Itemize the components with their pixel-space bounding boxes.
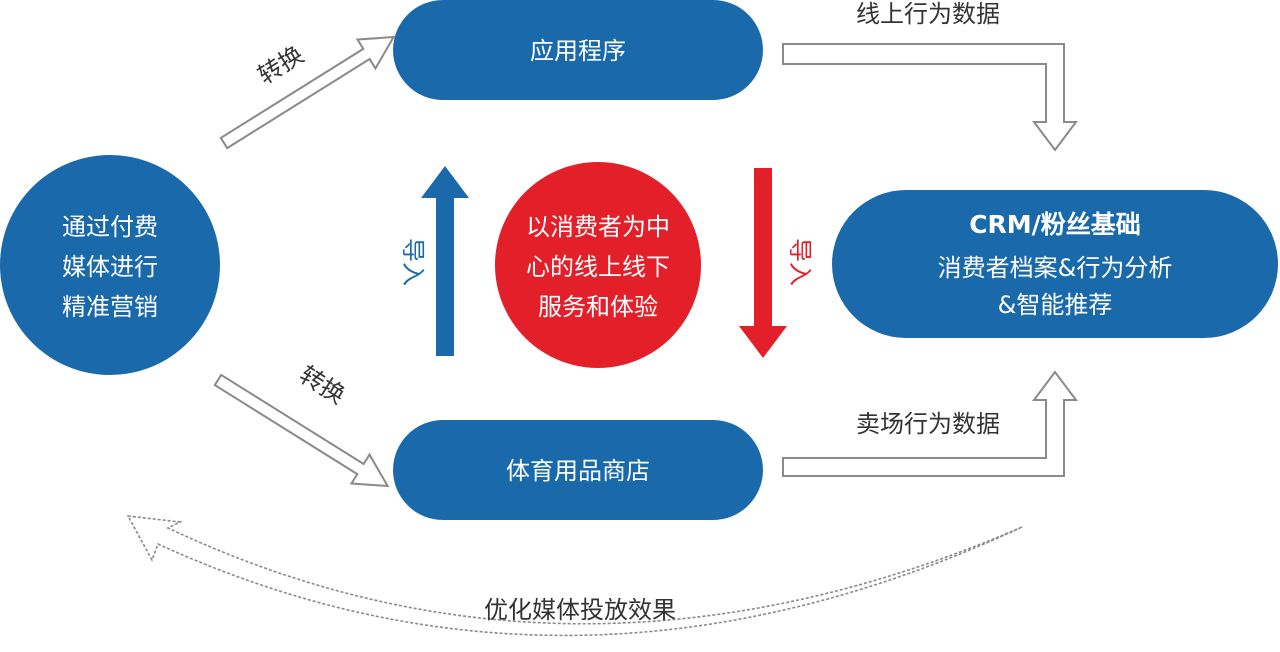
import-up-arrow: [421, 166, 469, 356]
crm-node: CRM/粉丝基础 消费者档案&行为分析 &智能推荐: [832, 190, 1278, 338]
crm-line-2: &智能推荐: [998, 291, 1113, 319]
optimize-curved-arrow: [126, 515, 1023, 637]
store-data-label: 卖场行为数据: [856, 410, 1000, 438]
center-line-2: 心的线上线下: [526, 253, 670, 281]
online-data-arrow: [782, 43, 1078, 152]
online-data-label: 线上行为数据: [856, 0, 1000, 28]
store-data-arrow: [782, 370, 1078, 477]
paid-media-line-1: 通过付费: [62, 213, 158, 241]
store-label: 体育用品商店: [506, 457, 650, 485]
paid-media-line-3: 精准营销: [62, 293, 158, 321]
app-node: 应用程序: [393, 0, 763, 100]
store-node: 体育用品商店: [393, 420, 763, 520]
paid-media-line-2: 媒体进行: [62, 253, 158, 281]
optimize-label: 优化媒体投放效果: [484, 596, 676, 624]
convert-top-label: 转换: [253, 41, 309, 90]
crm-line-1: 消费者档案&行为分析: [938, 254, 1173, 282]
import-right-label: 导入: [786, 238, 814, 286]
import-down-arrow: [739, 168, 787, 358]
center-line-1: 以消费者为中: [526, 213, 670, 241]
convert-bottom-arrow: [213, 373, 390, 488]
convert-bottom-label: 转换: [294, 361, 350, 410]
paid-media-node: 通过付费 媒体进行 精准营销: [0, 155, 220, 375]
app-label: 应用程序: [530, 37, 626, 65]
convert-top-arrow: [219, 35, 396, 150]
crm-title: CRM/粉丝基础: [969, 210, 1141, 239]
import-left-label: 导入: [399, 238, 427, 286]
center-node: 以消费者为中 心的线上线下 服务和体验: [495, 162, 701, 368]
center-line-3: 服务和体验: [538, 293, 658, 321]
